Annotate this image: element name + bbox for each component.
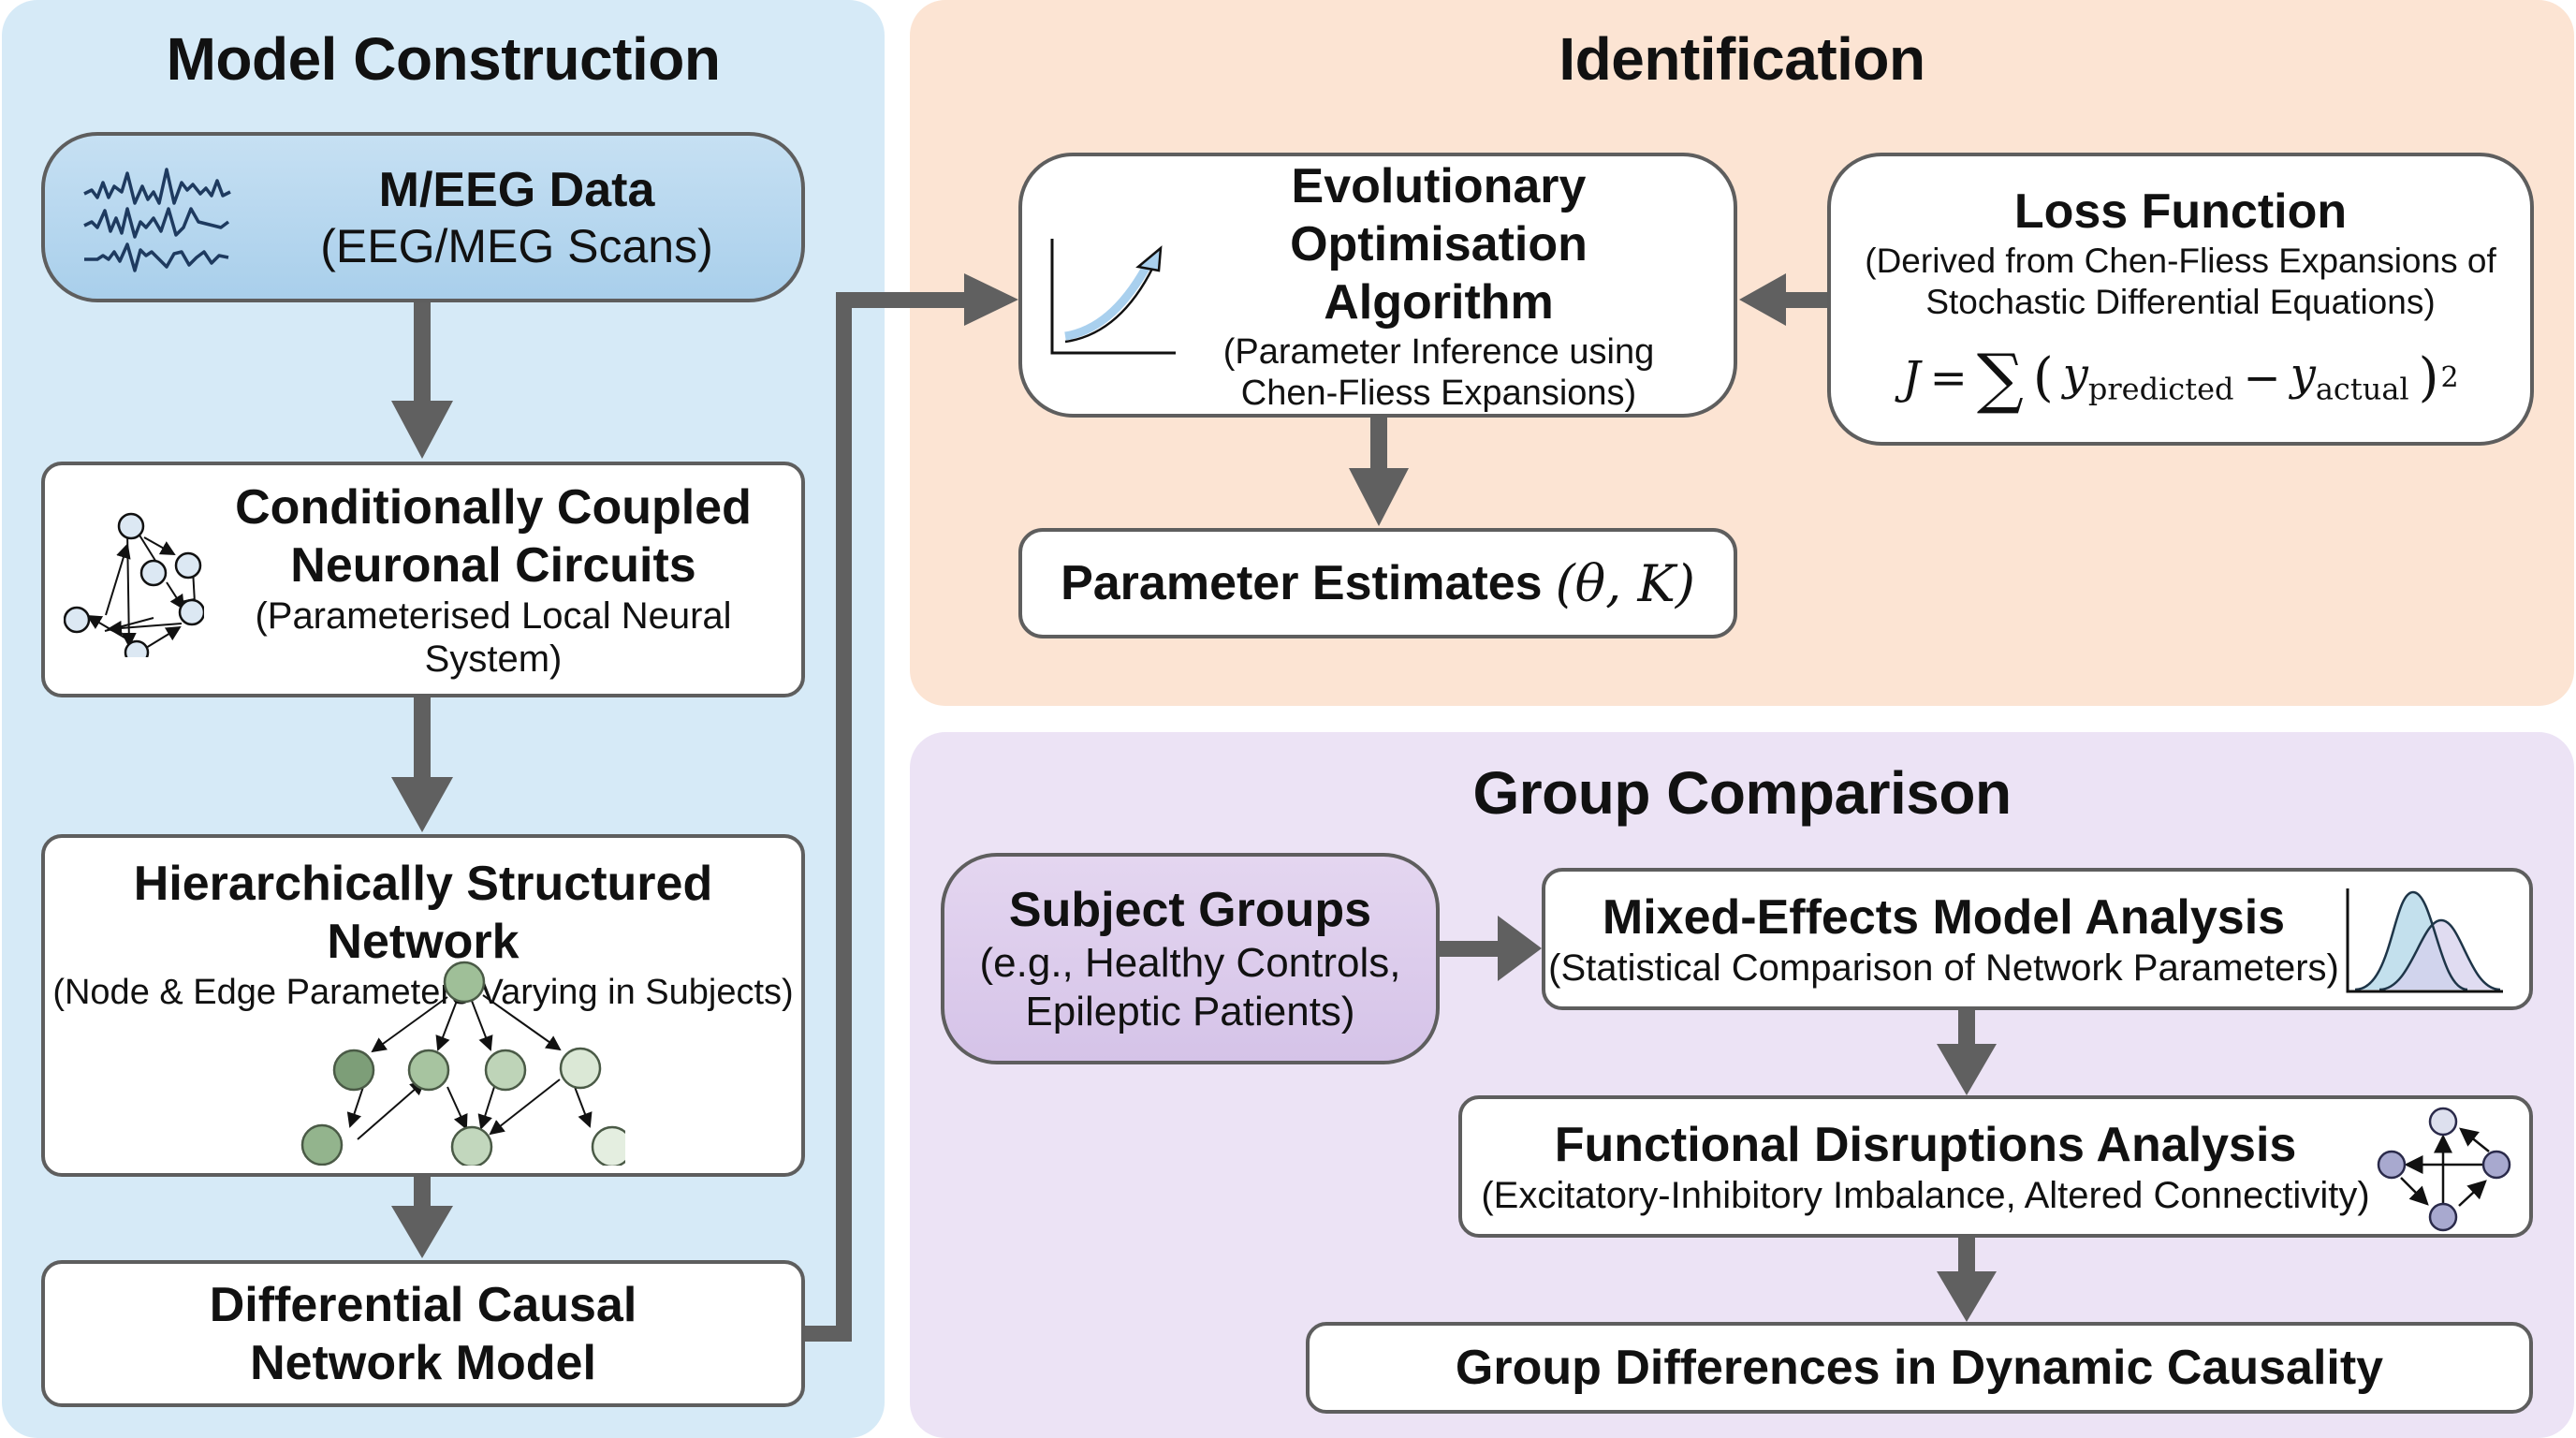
differential-causal-network-box[interactable]: Differential Causal Network Model [41, 1260, 805, 1407]
arrow-hierarchical-to-dcn [391, 1177, 453, 1258]
eeg-waveform-icon [83, 168, 231, 272]
evolutionary-optimisation-box[interactable]: Evolutionary Optimisation Algorithm (Par… [1018, 153, 1737, 418]
box-title-line2: Network Model [250, 1335, 596, 1390]
formula-open-paren: ( [2032, 347, 2054, 408]
meeg-data-box[interactable]: M/EEG Data (EEG/MEG Scans) [41, 132, 805, 302]
arrow-functional-to-differences [1937, 1238, 1997, 1322]
box-title: Group Differences in Dynamic Causality [1455, 1341, 2384, 1395]
arrow-loss-to-evolutionary [1739, 273, 1827, 326]
box-subtitle: (Node & Edge Parameters Varying in Subje… [52, 973, 794, 1012]
parameter-estimates-box[interactable]: Parameter Estimates (θ, K) [1018, 528, 1737, 638]
formula-sub-actual: actual [2315, 371, 2409, 407]
loss-formula: J = ∑ ( ypredicted − yactual )2 [1902, 340, 2458, 417]
formula-sum: ∑ [1976, 339, 2024, 417]
group-differences-box[interactable]: Group Differences in Dynamic Causality [1306, 1322, 2533, 1414]
formula-minus: − [2243, 351, 2281, 404]
box-title: Functional Disruptions Analysis [1554, 1118, 2297, 1172]
box-subtitle-line2: Epileptic Patients) [1025, 989, 1355, 1034]
group-comparison-panel: Group Comparison [910, 732, 2574, 1438]
arrow-subjects-to-mixed [1440, 916, 1542, 981]
box-title: Subject Groups [1008, 883, 1372, 937]
arrow-dcn-to-evolutionary [805, 273, 1018, 1342]
box-subtitle: (Excitatory-Inhibitory Imbalance, Altere… [1481, 1175, 2370, 1216]
panel-title: Model Construction [166, 25, 721, 93]
formula-sub-predicted: predicted [2087, 371, 2234, 407]
box-title-line1: Differential Causal [209, 1277, 637, 1332]
box-subtitle-line2: Stochastic Differential Equations) [1925, 282, 2436, 321]
box-title-line2: Algorithm [1324, 274, 1554, 330]
formula-y-actual: y [2290, 348, 2316, 402]
box-subtitle-line1: (Derived from Chen-Fliess Expansions of [1865, 241, 2496, 280]
box-subtitle: (Statistical Comparison of Network Param… [1548, 947, 2339, 989]
box-title-line1: Evolutionary Optimisation [1290, 158, 1588, 271]
formula-equals: = [1929, 351, 1968, 404]
rising-curve-chart-icon [1050, 239, 1176, 355]
arrow-evolutionary-to-params [1349, 418, 1409, 526]
box-subtitle-line1: (Parameter Inference using [1222, 331, 1655, 372]
box-title: Hierarchically Structured Network [133, 857, 713, 969]
box-title: M/EEG Data [378, 163, 655, 217]
arrow-mixed-to-functional [1937, 1010, 1997, 1095]
panel-title: Identification [1559, 25, 1925, 93]
arrow-circuits-to-hierarchical [391, 697, 453, 832]
arrow-meeg-to-circuits [391, 302, 453, 459]
hierarchical-tree-graph-icon [300, 961, 625, 1166]
box-title-line1: Conditionally Coupled [235, 480, 752, 535]
subject-groups-box[interactable]: Subject Groups (e.g., Healthy Controls, … [941, 853, 1440, 1064]
box-subtitle-line1: (Parameterised Local Neural [255, 595, 732, 637]
box-subtitle-line1: (e.g., Healthy Controls, [979, 940, 1401, 986]
formula-y-predicted: y [2062, 348, 2088, 402]
formula-j: J [1902, 351, 1921, 404]
overlapping-distributions-icon [2346, 888, 2503, 993]
neuronal-circuits-box[interactable]: Conditionally Coupled Neuronal Circuits … [41, 462, 805, 697]
mixed-effects-box[interactable]: Mixed-Effects Model Analysis (Statistica… [1542, 868, 2533, 1010]
neural-circuit-graph-icon [64, 512, 204, 657]
panel-title: Group Comparison [1472, 759, 2012, 827]
hierarchical-network-box[interactable]: Hierarchically Structured Network (Node … [41, 834, 805, 1177]
connectivity-graph-icon [2377, 1107, 2511, 1232]
box-title: Parameter Estimates [1061, 556, 1543, 610]
box-subtitle-line2: System) [424, 638, 563, 680]
box-title: Loss Function [2013, 183, 2348, 239]
box-title: Mixed-Effects Model Analysis [1602, 890, 2286, 945]
formula-close-paren: ) [2418, 347, 2439, 408]
loss-function-box[interactable]: Loss Function (Derived from Chen-Fliess … [1827, 153, 2534, 446]
formula-exponent: 2 [2440, 361, 2459, 394]
parameter-symbols: (θ, K) [1555, 553, 1695, 613]
functional-disruptions-box[interactable]: Functional Disruptions Analysis (Excitat… [1458, 1095, 2533, 1238]
box-subtitle-line2: Chen-Fliess Expansions) [1240, 373, 1637, 413]
box-title-line2: Neuronal Circuits [290, 538, 696, 593]
box-subtitle: (EEG/MEG Scans) [320, 220, 713, 272]
